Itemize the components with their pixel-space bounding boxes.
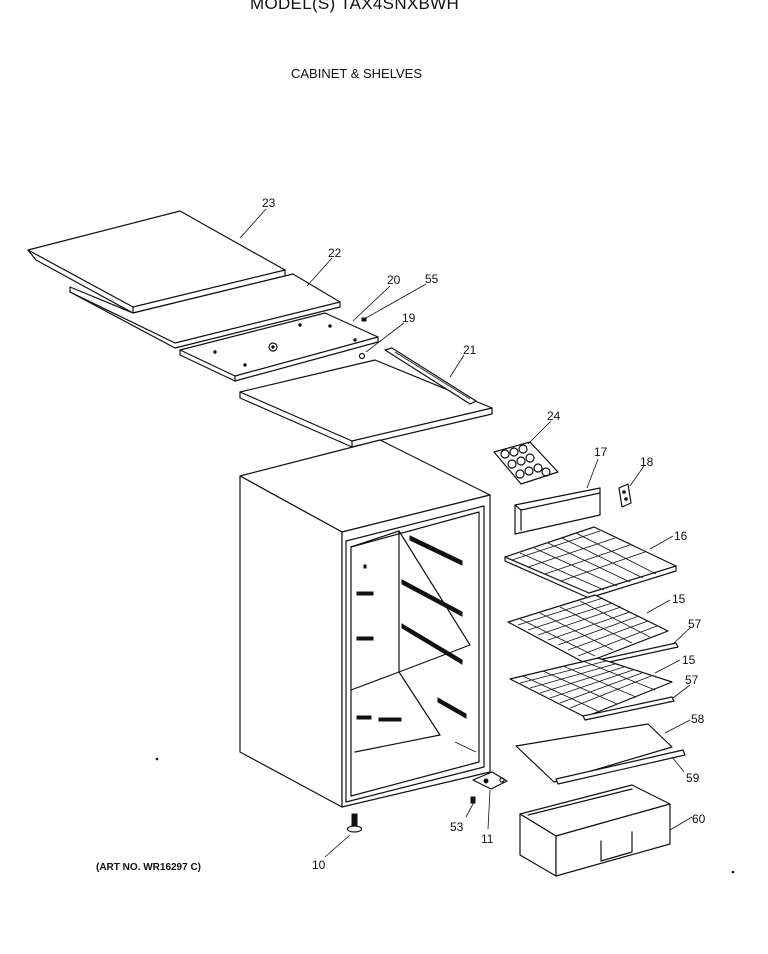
callout-53: 53 <box>450 820 464 834</box>
leader-lines <box>239 208 693 858</box>
callout-22: 22 <box>328 246 342 260</box>
callout-19: 19 <box>402 311 416 325</box>
callout-11: 11 <box>481 832 494 846</box>
part-16-shelf <box>504 526 677 599</box>
callout-17: 17 <box>594 445 608 459</box>
part-23-top-cover <box>27 210 286 314</box>
speck <box>155 757 159 761</box>
cabinet-body <box>239 439 491 808</box>
callout-labels: 23 22 20 55 19 21 24 17 18 16 15 57 15 5… <box>262 196 706 872</box>
callout-57-upper: 57 <box>688 617 702 631</box>
part-18-bracket <box>618 483 632 508</box>
callout-59: 59 <box>686 771 700 785</box>
part-57-strip-lower <box>582 696 675 721</box>
callout-15-lower: 15 <box>682 653 696 667</box>
callout-10: 10 <box>312 858 326 872</box>
callout-55: 55 <box>425 272 439 286</box>
part-20-plate <box>179 312 379 382</box>
part-59-strip <box>555 749 686 785</box>
section-subtitle: CABINET & SHELVES <box>291 66 423 81</box>
part-55-clip <box>361 317 367 322</box>
part-24-ice-tray <box>493 441 559 485</box>
callout-15-upper: 15 <box>672 592 686 606</box>
speck <box>731 870 735 874</box>
part-15-shelf-lower <box>509 657 673 718</box>
callout-21: 21 <box>463 343 477 357</box>
art-number: (ART NO. WR16297 C) <box>96 862 202 873</box>
callout-60: 60 <box>692 812 706 826</box>
part-22-panel <box>69 273 341 349</box>
part-19-screw <box>358 352 366 360</box>
callout-16: 16 <box>674 529 688 543</box>
callout-57-lower: 57 <box>685 673 699 687</box>
part-17-trim <box>514 487 601 535</box>
callout-24: 24 <box>547 409 561 423</box>
part-53-screw <box>470 796 476 804</box>
part-11-hinge <box>472 771 508 790</box>
callout-58: 58 <box>691 712 705 726</box>
part-60-crisper-drawer <box>519 784 671 877</box>
callout-18: 18 <box>640 455 654 469</box>
part-21-frame <box>239 347 493 448</box>
callout-20: 20 <box>387 273 401 287</box>
part-10-leveling-leg <box>346 813 363 833</box>
callout-23: 23 <box>262 196 276 210</box>
model-title: MODEL(S) TAX4SNXBWH <box>250 0 460 13</box>
part-15-shelf-upper <box>507 594 669 664</box>
part-58-crisper-cover <box>515 723 673 783</box>
